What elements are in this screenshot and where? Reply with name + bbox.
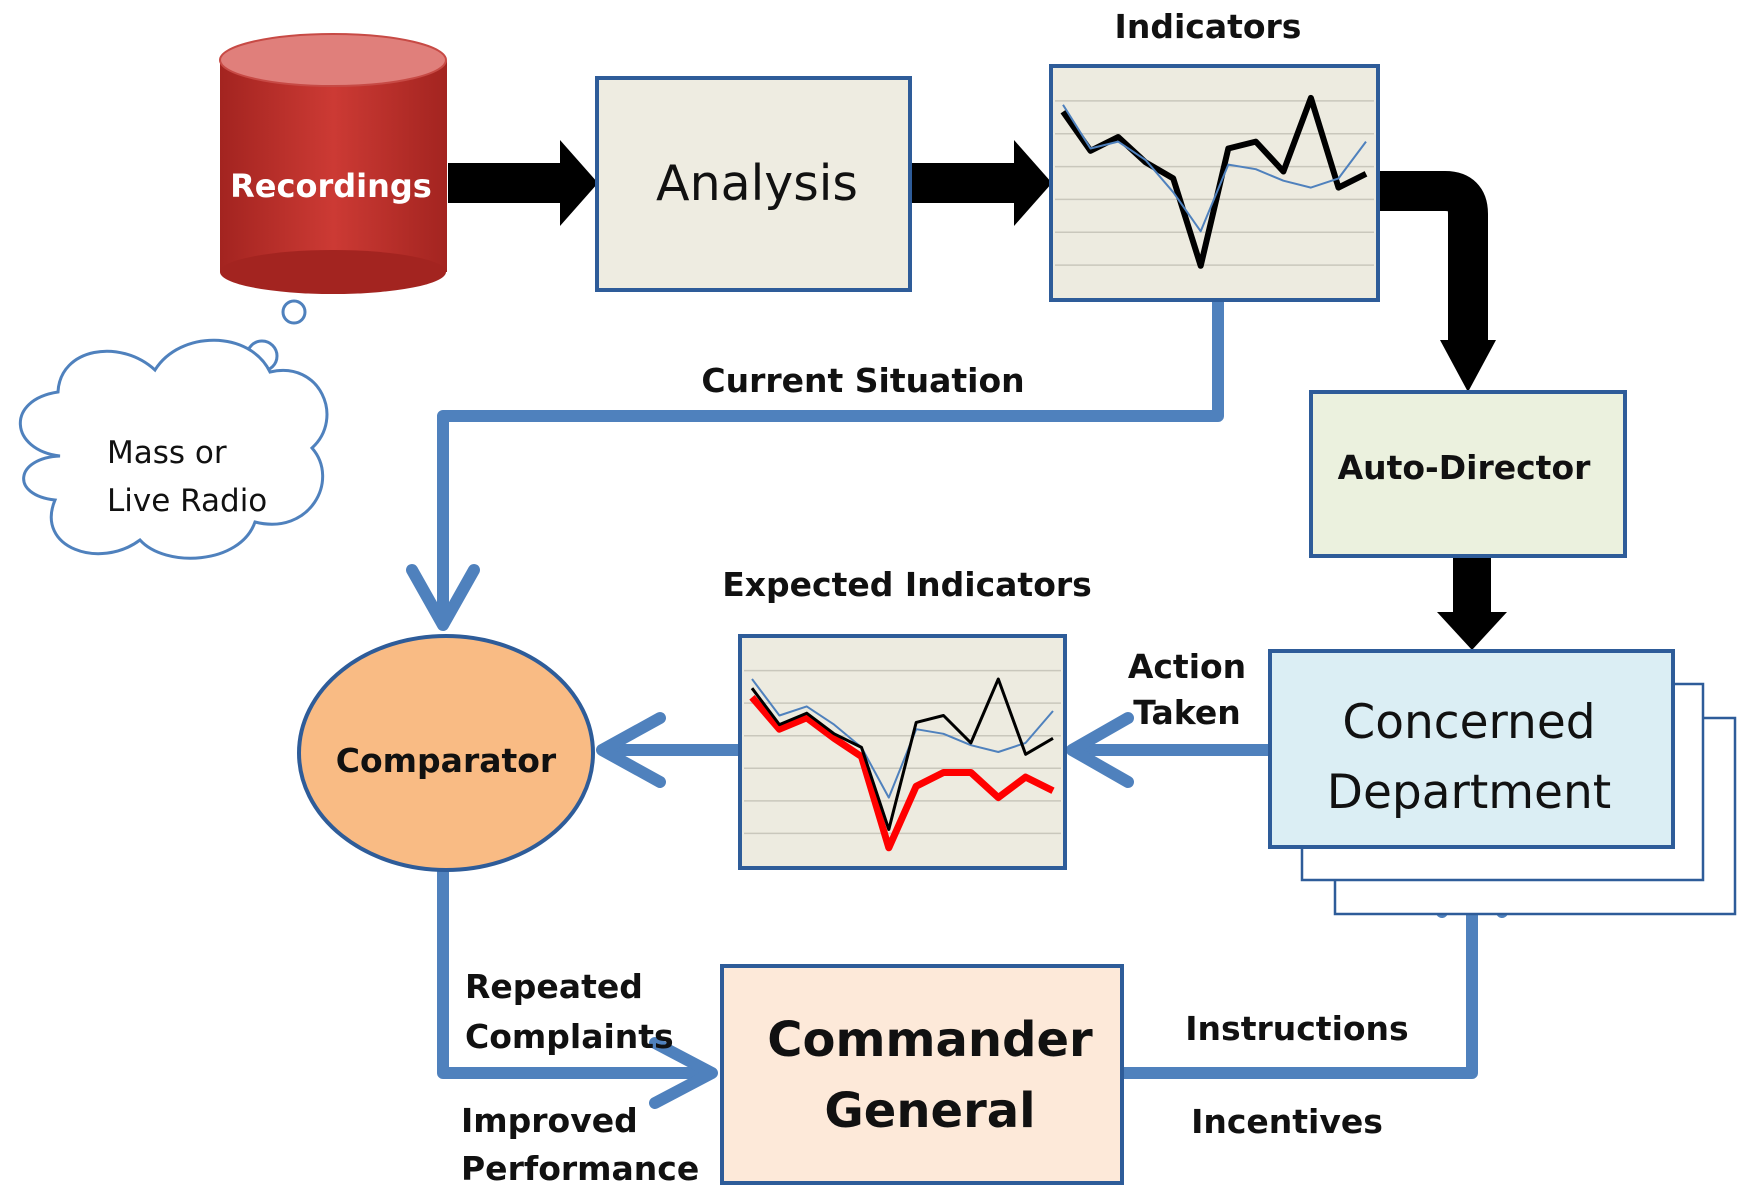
auto-director-box: Auto-Director [1309,390,1627,558]
concerned-department-label-line2: Department [1327,765,1611,820]
cloud-label-line1: Mass or [107,435,227,471]
arrow-indicators-to-auto-director-head [1440,340,1496,392]
commander-general-box: Commander General [720,964,1124,1185]
action-taken-label-line1: Action [1128,647,1246,686]
arrow-action-taken-head [1066,712,1134,788]
repeated-complaints-label-line1: Repeated [465,967,643,1006]
indicators-chart-box [1049,64,1380,302]
action-taken-label-line2: Taken [1133,693,1240,732]
concerned-department-stack: Concerned Department [1268,649,1737,916]
concerned-department-box [1268,649,1675,849]
improved-performance-label-line1: Improved [461,1101,638,1140]
arrow-analysis-to-indicators-head [1014,140,1052,226]
analysis-label: Analysis [656,155,858,212]
instructions-label: Instructions [1185,1009,1408,1048]
arrow-auto-director-to-department-head [1437,612,1507,650]
commander-label-line1: Commander [767,1012,1093,1068]
black-arrows [448,140,1507,650]
arrow-indicators-to-auto-director [1378,171,1488,345]
arrow-auto-director-to-department [1453,556,1491,618]
comparator-label: Comparator [336,741,557,780]
mass-radio-cloud: Mass or Live Radio [18,299,329,560]
commander-label-line2: General [824,1083,1035,1139]
chart-series-line [751,678,1054,799]
expected-indicators-title: Expected Indicators [722,565,1092,604]
chart-series-line [1060,94,1368,269]
chart-series-line [1062,104,1367,233]
auto-director-label: Auto-Director [1338,448,1592,487]
repeated-complaints-label-line2: Complaints [465,1017,674,1056]
arrow-recordings-to-analysis-head [560,140,598,226]
arrow-comparator-to-commander [437,870,705,1079]
improved-performance-label-line2: Performance [461,1149,699,1185]
arrow-recordings-to-analysis [448,163,566,203]
arrow-current-situation [437,300,1224,620]
chart-series-line [750,677,1054,831]
concerned-department-label-line1: Concerned [1342,695,1595,750]
incentives-label: Incentives [1191,1102,1383,1141]
expected-indicators-chart-box [738,634,1067,870]
comparator-node: Comparator [297,634,595,872]
arrow-analysis-to-indicators [910,163,1020,203]
arrow-commander-to-department [1122,860,1478,1079]
arrow-current-situation-head [406,564,480,631]
indicators-title: Indicators [1115,7,1302,46]
recordings-label: Recordings [230,167,432,205]
analysis-box: Analysis [595,76,912,292]
current-situation-label: Current Situation [701,361,1024,400]
arrow-comparator-to-commander-head [649,1037,718,1109]
cloud-label-line2: Live Radio [107,483,267,519]
chart-series-line [749,695,1055,852]
recordings-database: Recordings [219,33,447,294]
arrow-expected-to-comparator-head [596,712,666,788]
